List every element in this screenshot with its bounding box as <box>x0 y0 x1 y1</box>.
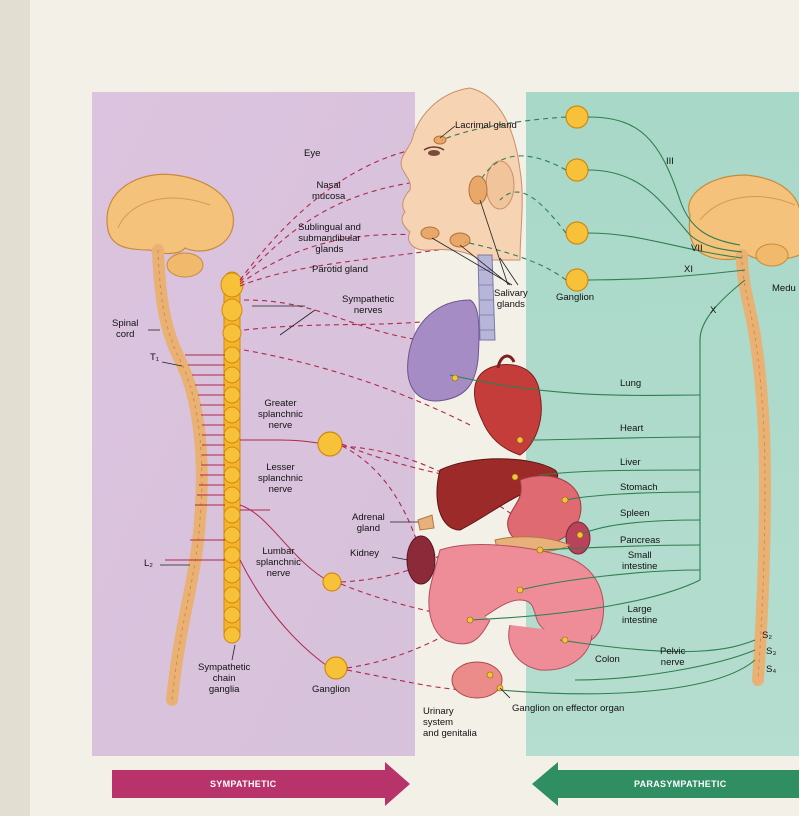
label-lacrimal: Lacrimal gland <box>455 120 517 131</box>
label-parotid: Parotid gland <box>312 264 368 275</box>
label-salivary: Salivary glands <box>494 288 528 310</box>
label-kidney: Kidney <box>350 548 379 559</box>
label-s3: S₃ <box>766 646 776 657</box>
label-colon: Colon <box>595 654 620 665</box>
label-stomach: Stomach <box>620 482 658 493</box>
label-liver: Liver <box>620 457 641 468</box>
label-spinal-cord: Spinal cord <box>112 318 138 340</box>
label-medulla: Medu <box>772 283 796 294</box>
label-large-intestine: Large intestine <box>622 604 657 626</box>
label-spleen: Spleen <box>620 508 650 519</box>
label-lung: Lung <box>620 378 641 389</box>
label-ganglion-right: Ganglion <box>556 292 594 303</box>
lacrimal-shape <box>434 136 446 144</box>
label-nerve-x: X <box>710 305 716 316</box>
label-nerve-xi: XI <box>684 264 693 275</box>
sympathetic-chain <box>221 272 243 643</box>
label-adrenal-gland: Adrenal gland <box>352 512 385 534</box>
bladder-shape <box>452 662 502 698</box>
kidney-shape <box>407 536 435 584</box>
label-pancreas: Pancreas <box>620 535 660 546</box>
trachea <box>478 255 495 340</box>
sympathetic-arrow-label: SYMPATHETIC <box>210 779 276 789</box>
label-s4: S₄ <box>766 664 776 675</box>
book-gutter <box>0 0 30 816</box>
parotid-gland-shape <box>469 176 487 204</box>
label-sympathetic-nerves: Sympathetic nerves <box>342 294 394 316</box>
label-urinary: Urinary system and genitalia <box>423 706 477 739</box>
parasympathetic-arrow-label: PARASYMPATHETIC <box>634 779 727 789</box>
label-ganglion-left: Ganglion <box>312 684 350 695</box>
label-nasal-mucosa: Nasal mucosa <box>312 180 345 202</box>
sublingual-shape <box>421 227 439 239</box>
label-s2: S₂ <box>762 630 772 641</box>
submandibular-shape <box>450 233 470 247</box>
label-nerve-vii: VII <box>691 243 703 254</box>
label-eye: Eye <box>304 148 320 159</box>
spleen-shape <box>566 522 590 554</box>
label-lesser-splanchnic: Lesser splanchnic nerve <box>258 462 303 495</box>
label-heart: Heart <box>620 423 643 434</box>
label-sympathetic-chain: Sympathetic chain ganglia <box>198 662 250 695</box>
label-ganglion-effector: Ganglion on effector organ <box>512 703 624 714</box>
label-pelvic-nerve: Pelvic nerve <box>660 646 685 668</box>
label-sublingual: Sublingual and submandibular glands <box>298 222 361 255</box>
label-small-intestine: Small intestine <box>622 550 657 572</box>
label-lumbar-splanchnic: Lumbar splanchnic nerve <box>256 546 301 579</box>
label-greater-splanchnic: Greater splanchnic nerve <box>258 398 303 431</box>
label-l2: L₂ <box>144 558 153 569</box>
label-nerve-iii: III <box>666 156 674 167</box>
label-t1: T₁ <box>150 352 159 363</box>
